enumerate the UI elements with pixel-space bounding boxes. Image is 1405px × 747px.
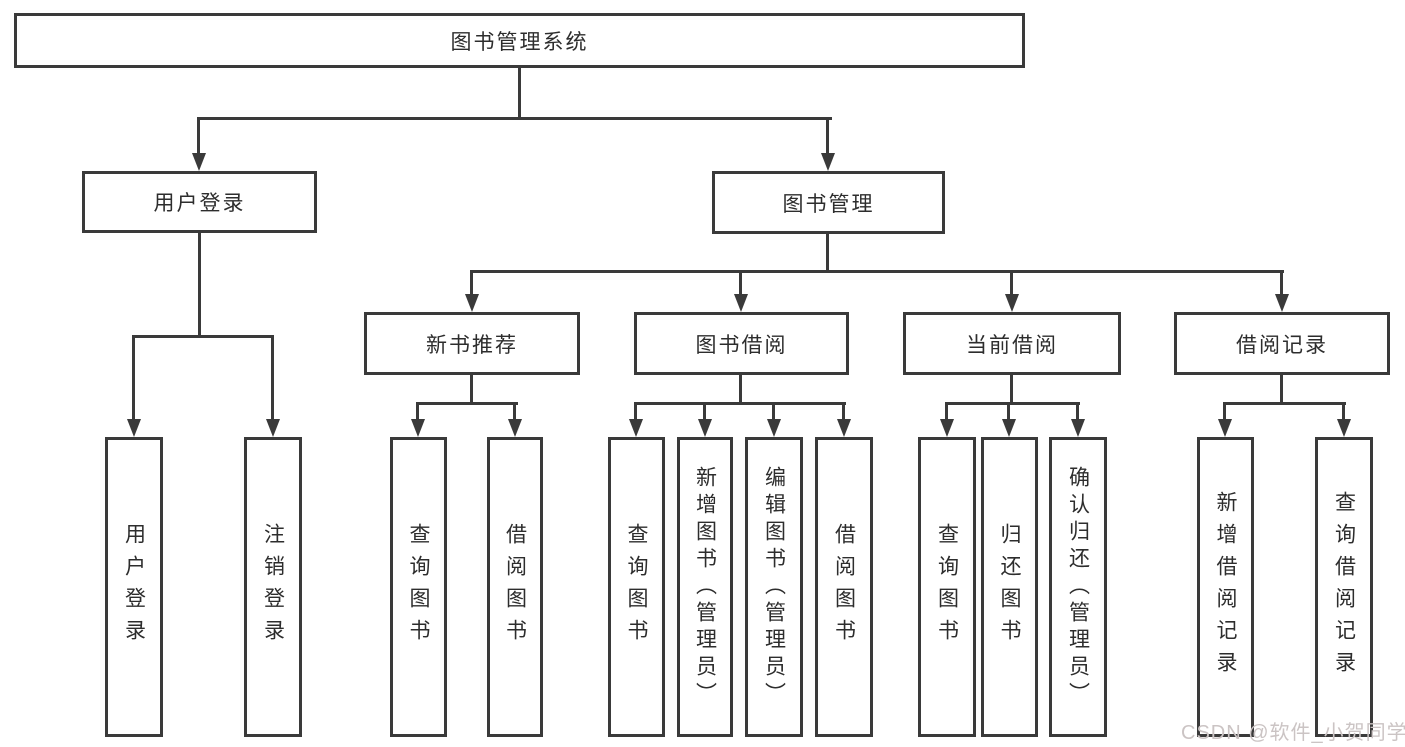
leaf-label: 注销登录 (261, 523, 285, 651)
connector-line (197, 117, 200, 155)
leaf-label: 编辑图书（管理员） (762, 465, 786, 709)
connector-line (1010, 375, 1013, 405)
node-borrowing-records: 借阅记录 (1174, 312, 1390, 375)
connector-line (132, 335, 135, 421)
arrowhead-down-icon (821, 153, 835, 171)
node-label: 新书推荐 (426, 333, 518, 357)
node-library-system: 图书管理系统 (14, 13, 1025, 68)
connector-line (1010, 270, 1013, 296)
connector-line (471, 270, 1284, 273)
leaf-add-books-admin: 新增图书（管理员） (677, 437, 733, 737)
connector-line (470, 270, 473, 296)
connector-line (271, 335, 274, 421)
leaf-query-books-recommend: 查询图书 (390, 437, 447, 737)
leaf-label: 查询图书 (625, 523, 648, 651)
leaf-label: 新增图书（管理员） (693, 465, 717, 709)
node-label: 借阅记录 (1236, 333, 1328, 357)
leaf-edit-books-admin: 编辑图书（管理员） (745, 437, 803, 737)
node-label: 当前借阅 (966, 333, 1058, 357)
leaf-label: 借阅图书 (503, 523, 527, 651)
connector-line (826, 234, 829, 272)
connector-line (739, 270, 742, 296)
connector-line (703, 402, 706, 421)
arrowhead-down-icon (465, 294, 479, 312)
connector-line (739, 375, 742, 405)
leaf-label: 用户登录 (122, 523, 146, 651)
connector-line (1280, 375, 1283, 405)
leaf-add-borrow-record: 新增借阅记录 (1197, 437, 1254, 737)
node-user-login-branch: 用户登录 (82, 171, 317, 233)
node-book-management: 图书管理 (712, 171, 945, 234)
connector-line (842, 402, 845, 421)
leaf-label: 查询图书 (407, 523, 430, 651)
arrowhead-down-icon (837, 419, 851, 437)
arrowhead-down-icon (1218, 419, 1232, 437)
connector-line (133, 335, 274, 338)
connector-line (470, 375, 473, 405)
leaf-borrow-books: 借阅图书 (815, 437, 873, 737)
leaf-label: 查询借阅记录 (1332, 491, 1356, 683)
connector-line (1223, 402, 1226, 421)
node-label: 图书借阅 (695, 333, 788, 357)
node-label: 图书管理系统 (450, 30, 589, 54)
connector-line (416, 402, 419, 421)
node-book-borrowing: 图书借阅 (634, 312, 849, 375)
connector-line (1342, 402, 1345, 421)
arrowhead-down-icon (266, 419, 280, 437)
leaf-return-books: 归还图书 (981, 437, 1038, 737)
connector-line (826, 117, 829, 155)
arrowhead-down-icon (734, 294, 748, 312)
connector-line (518, 68, 521, 120)
node-label: 图书管理 (782, 192, 875, 216)
arrowhead-down-icon (1002, 419, 1016, 437)
connector-line (946, 402, 1080, 405)
leaf-query-books-borrowing: 查询图书 (608, 437, 665, 737)
csdn-watermark: CSDN @软件_小贺同学 (1181, 722, 1405, 744)
arrowhead-down-icon (1337, 419, 1351, 437)
connector-line (513, 402, 516, 421)
arrowhead-down-icon (192, 153, 206, 171)
arrowhead-down-icon (127, 419, 141, 437)
leaf-query-books-current: 查询图书 (918, 437, 976, 737)
leaf-label: 归还图书 (998, 523, 1021, 651)
connector-line (635, 402, 846, 405)
leaf-label: 查询图书 (935, 523, 959, 651)
arrowhead-down-icon (698, 419, 712, 437)
leaf-user-login: 用户登录 (105, 437, 163, 737)
leaf-label: 新增借阅记录 (1214, 491, 1237, 683)
leaf-label: 借阅图书 (832, 523, 856, 651)
arrowhead-down-icon (1275, 294, 1289, 312)
leaf-label: 确认归还（管理员） (1066, 465, 1090, 709)
arrowhead-down-icon (1071, 419, 1085, 437)
connector-line (634, 402, 637, 421)
connector-line (772, 402, 775, 421)
connector-line (198, 233, 201, 337)
leaf-query-borrow-record: 查询借阅记录 (1315, 437, 1373, 737)
connector-line (1007, 402, 1010, 421)
leaf-borrow-books-recommend: 借阅图书 (487, 437, 543, 737)
connector-line (198, 117, 832, 120)
arrowhead-down-icon (411, 419, 425, 437)
leaf-confirm-return-admin: 确认归还（管理员） (1049, 437, 1107, 737)
connector-line (945, 402, 948, 421)
node-current-borrowing: 当前借阅 (903, 312, 1121, 375)
arrowhead-down-icon (767, 419, 781, 437)
arrowhead-down-icon (1005, 294, 1019, 312)
arrowhead-down-icon (940, 419, 954, 437)
connector-line (1280, 270, 1283, 296)
connector-line (1224, 402, 1346, 405)
leaf-logout: 注销登录 (244, 437, 302, 737)
arrowhead-down-icon (508, 419, 522, 437)
arrowhead-down-icon (629, 419, 643, 437)
node-new-book-recommend: 新书推荐 (364, 312, 580, 375)
connector-line (417, 402, 518, 405)
node-label: 用户登录 (153, 192, 246, 215)
connector-line (1076, 402, 1079, 421)
